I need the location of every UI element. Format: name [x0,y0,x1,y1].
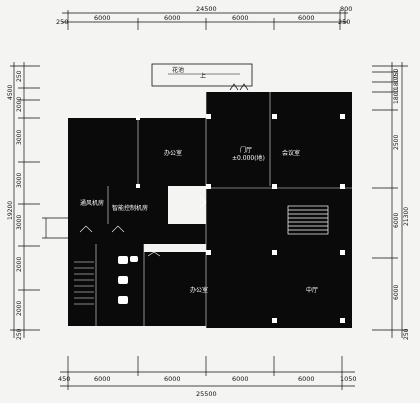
right-seg-3-dim: 1800 [393,89,400,104]
room-meeting: 会议室 [282,149,300,157]
left-seg-3-dim: 3000 [16,130,23,145]
side-entrance [42,217,68,239]
left-seg-4-dim: 3000 [16,173,23,188]
left-bottom-dim: 250 [16,328,23,340]
room-monitor: 智能控制机房 [112,204,148,212]
planter-box [151,63,253,87]
top-dimensions [62,10,348,30]
left-dimensions [10,62,40,338]
left-total-dim: 19200 [7,201,14,220]
right-seg-4-dim: 2500 [393,135,400,150]
entrance-marks [229,83,249,91]
left-seg-6-dim: 2000 [16,257,23,272]
top-span-3-dim: 6000 [232,14,249,22]
stair-right [287,205,329,235]
left-seg-1-dim: 250 [16,70,23,82]
left-seg-7-dim: 2000 [16,301,23,316]
room-hall-elevation: ±0.000(地) [232,154,265,162]
top-span-2-dim: 6000 [164,14,181,22]
top-right-offset-dim: 800 [340,5,352,13]
door-swings [79,195,207,257]
bottom-dimensions [60,356,355,390]
bottom-left-offset-dim: 450 [58,375,70,383]
right-seg-2-dim: 1800 [393,75,400,90]
top-left-offset-dim: 250 [56,18,68,26]
bottom-right-offset-dim: 1050 [340,375,357,383]
top-total-dim: 24500 [196,5,217,13]
top-span-1-dim: 6000 [94,14,111,22]
planter-label: 花池 [172,66,184,74]
bottom-span-3-dim: 6000 [232,375,249,383]
left-seg-5-dim: 3000 [16,215,23,230]
left-seg-2-dim: 2000 [16,97,23,112]
stair-left [74,261,94,305]
right-dimensions [372,62,408,338]
right-bottom-dim: 250 [403,328,410,340]
left-top-dim: 4500 [7,85,14,100]
bottom-span-4-dim: 6000 [298,375,315,383]
restroom-fixtures [118,256,138,304]
structural-columns [136,114,345,323]
room-hall: 门厅 [240,146,252,154]
bottom-span-2-dim: 6000 [164,375,181,383]
top-end-dim: 250 [338,18,350,26]
right-total-dim: 21300 [403,207,410,226]
room-office-top: 办公室 [164,149,182,157]
room-main-hall: 中厅 [306,286,318,294]
bottom-total-dim: 25500 [196,390,217,398]
bottom-span-1-dim: 6000 [94,375,111,383]
stair-up-label: 上 [200,72,206,80]
top-span-4-dim: 6000 [298,14,315,22]
walls [95,92,352,328]
room-vent: 通风机房 [80,199,104,207]
right-seg-5-dim: 6000 [393,213,400,228]
right-seg-1-dim: 750 [393,68,400,80]
room-office-bottom: 办公室 [190,286,208,294]
right-seg-6-dim: 6000 [393,285,400,300]
